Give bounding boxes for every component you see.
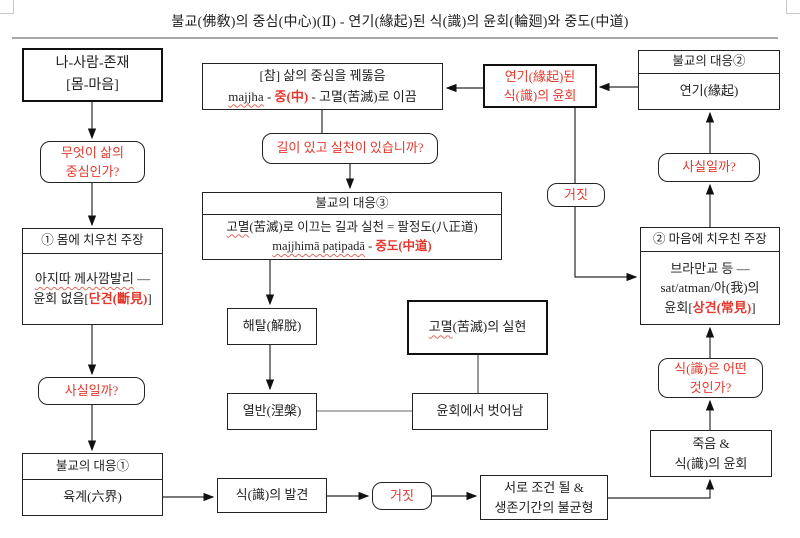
node-claim-mind: ② 마음에 치우친 주장 브라만교 등 — sat/atman/아(我)의 윤회… [640, 227, 780, 325]
question-what-line1: 식(識)은 어떤 [674, 360, 747, 376]
node-samsara-of-consciousness: 연기(緣起)된 식(識)의 윤회 [483, 64, 597, 108]
claim-body-line2: 윤회 없음[단견(斷見)] [33, 289, 151, 309]
cessation-rest: (苦滅)의 실현 [452, 319, 527, 335]
response3-line1: 고멸(苦滅)로 이끄는 길과 실천 = 팔정도(八正道) [226, 218, 477, 237]
node-self: 나-사람-존재 [몸-마음] [22, 48, 163, 102]
page-corner-mark-top-right [786, 0, 800, 14]
page-corner-mark-top-left [0, 0, 14, 14]
response3-line2: majjhimā paṭipadā - 중도(中道) [272, 237, 431, 256]
node-self-line2: [몸-마음] [66, 78, 119, 93]
samsara-line2: 식(識)의 윤회 [503, 88, 577, 103]
node-false-right: 거짓 [547, 183, 605, 207]
node-question-life-center: 무엇이 삶의 중심인가? [40, 141, 145, 183]
claim-body-dash: — [133, 270, 151, 286]
question-fact-left-label: 사실일까? [64, 382, 119, 398]
node-self-line1: 나-사람-존재 [55, 56, 130, 72]
claim-mind-line3-pre: 윤회[ [664, 299, 693, 315]
truth-line2: majjha - 중(中) - 고멸(苦滅)로 이끔 [228, 87, 416, 107]
claim-mind-line2: sat/atman/아(我)의 [660, 280, 760, 296]
node-question-fact-left: 사실일까? [38, 377, 145, 405]
claim-mind-text: 브라만교 등 — sat/atman/아(我)의 윤회[상견(常見)] [641, 252, 779, 324]
cessation-label: 고멸(苦滅)의 실현 [429, 317, 527, 337]
response2-header: 불교의 대응② [639, 51, 779, 74]
response3-dash: - [364, 239, 376, 253]
question-fact-right-label: 사실일까? [682, 159, 736, 175]
node-truth: [참] 삶의 중심을 꿰뚫음 majjha - 중(中) - 고멸(苦滅)로 이… [202, 63, 443, 110]
death-line2: 식(識)의 윤회 [674, 455, 748, 471]
claim-body-danggyeon: 단견(斷見) [88, 291, 148, 306]
node-response2: 불교의 대응② 연기(緣起) [638, 50, 780, 110]
response3-jungdo: 중도(中道) [375, 239, 432, 253]
response3-gomyeol: 고멸 [226, 219, 250, 234]
response3-pali: majjhimā paṭipadā [272, 239, 365, 253]
question-life-center-line1: 무엇이 삶의 [60, 144, 125, 160]
claim-body-header: ① 몸에 치우친 주장 [23, 229, 162, 254]
node-false-bottom: 거짓 [372, 482, 432, 510]
node-question-fact-right: 사실일까? [658, 153, 760, 182]
false-bottom-label: 거짓 [390, 487, 414, 503]
node-discovery: 식(識)의 발견 [217, 478, 327, 513]
claim-mind-sanggyeon: 상견(常見) [692, 299, 752, 315]
node-escape-samsara: 윤회에서 벗어남 [412, 393, 548, 430]
node-condition: 서로 조건 될 & 생존기간의 불균형 [480, 475, 608, 520]
claim-body-line2-pre: 윤회 없음[ [33, 291, 89, 306]
claim-mind-line1: 브라만교 등 — [670, 260, 750, 276]
claim-mind-line3: 윤회[상견(常見)] [664, 298, 755, 318]
claim-body-line2-post: ] [147, 291, 152, 306]
condition-line2: 생존기간의 불균형 [494, 499, 594, 515]
samsara-line1: 연기(緣起)된 [504, 68, 576, 84]
condition-line1: 서로 조건 될 & [504, 480, 584, 495]
truth-majjha: majjha [228, 88, 264, 104]
cessation-gomyeol: 고멸 [428, 319, 453, 335]
node-claim-body: ① 몸에 치우친 주장 아지따 께사깜발리 — 윤회 없음[단견(斷見)] [22, 228, 163, 325]
nirvana-label: 열반(涅槃) [242, 403, 302, 419]
discovery-label: 식(識)의 발견 [235, 487, 309, 503]
claim-body-line1: 아지따 께사깜발리 — [35, 269, 150, 289]
question-what-line2: 것인가? [689, 380, 732, 395]
truth-line1: [참] 삶의 중심을 꿰뚫음 [259, 68, 386, 84]
arrow-condition-to-death [608, 478, 715, 499]
response1-body: 육계(六界) [63, 489, 122, 505]
node-question-path: 길이 있고 실천이 있습니까? [262, 133, 438, 164]
question-path-label: 길이 있고 실천이 있습니까? [276, 140, 424, 156]
node-death-samsara: 죽음 & 식(識)의 윤회 [650, 430, 772, 477]
arrow-samsara-to-claim-mind [574, 108, 638, 282]
response2-body: 연기(緣起) [679, 83, 739, 99]
claim-body-text: 아지따 께사깜발리 — 윤회 없음[단견(斷見)] [23, 254, 162, 324]
node-response3: 불교의 대응③ 고멸(苦滅)로 이끄는 길과 실천 = 팔정도(八正道) maj… [202, 192, 502, 260]
response3-header: 불교의 대응③ [203, 193, 501, 215]
claim-mind-line3-post: ] [751, 299, 756, 315]
question-life-center-line2: 중심인가? [65, 164, 120, 179]
node-cessation: 고멸(苦滅)의 실현 [407, 300, 548, 355]
response3-body: 고멸(苦滅)로 이끄는 길과 실천 = 팔정도(八正道) majjhimā pa… [203, 215, 501, 259]
false-right-label: 거짓 [564, 186, 588, 202]
truth-jung: 중(中) [274, 88, 309, 104]
claim-body-name: 아지따 께사깜발리 [34, 270, 134, 286]
truth-line2-post: - 고멸(苦滅)로 이끔 [308, 88, 417, 104]
title-divider-line [12, 37, 778, 39]
node-nirvana: 열반(涅槃) [227, 393, 317, 430]
liberation-label: 해탈(解脫) [242, 318, 302, 334]
node-liberation: 해탈(解脫) [227, 308, 317, 345]
page-title: 불교(佛敎)의 중심(中心)(Ⅱ) - 연기(緣起)된 식(識)의 윤회(輪廻)… [171, 15, 629, 30]
death-line1: 죽음 & [692, 436, 730, 451]
escape-label: 윤회에서 벗어남 [436, 403, 524, 419]
truth-dash1: - [263, 88, 275, 104]
node-response1: 불교의 대응① 육계(六界) [22, 453, 163, 516]
response3-line1-rest: (苦滅)로 이끄는 길과 실천 = 팔정도(八正道) [249, 219, 478, 234]
response1-header: 불교의 대응① [23, 454, 162, 480]
claim-mind-header: ② 마음에 치우친 주장 [641, 228, 779, 252]
node-question-what-consciousness: 식(識)은 어떤 것인가? [658, 358, 763, 398]
